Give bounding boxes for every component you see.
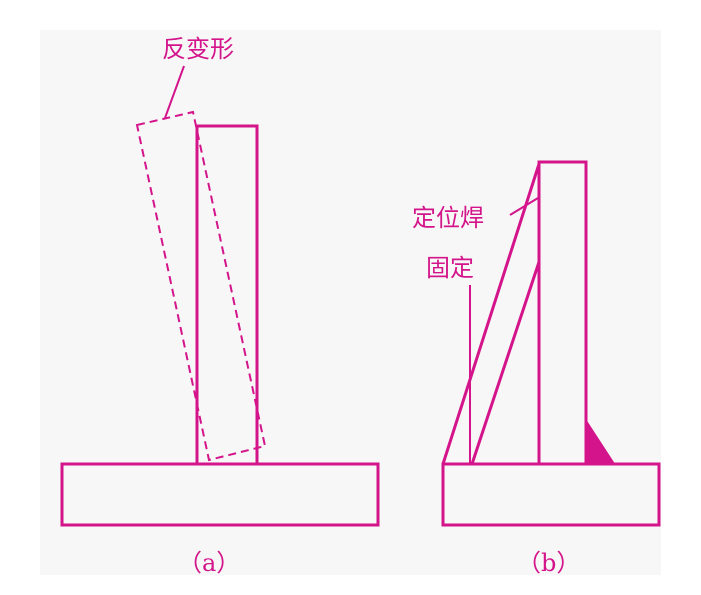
figure-b-caption: （b） (517, 549, 580, 577)
reverse-deformation-label: 反变形 (162, 35, 234, 63)
figure-a-leader-line (164, 65, 185, 119)
fixing-label: 固定 (426, 254, 474, 282)
figure-b-inner-brace (470, 261, 541, 465)
figure-b-weld-bead (585, 417, 616, 465)
figure-b-upright-plate (537, 160, 588, 466)
figure-a: 反变形 （a） (60, 35, 380, 577)
figure-a-caption: （a） (178, 549, 240, 577)
figure-b: 定位焊 固定 （b） (412, 160, 661, 577)
tack-weld-label: 定位焊 (412, 204, 484, 232)
figure-b-outer-brace (441, 163, 541, 465)
background-panel (40, 30, 661, 575)
figure-a-upright-plate (195, 124, 259, 466)
figure-b-tack-weld-leader (509, 197, 539, 216)
